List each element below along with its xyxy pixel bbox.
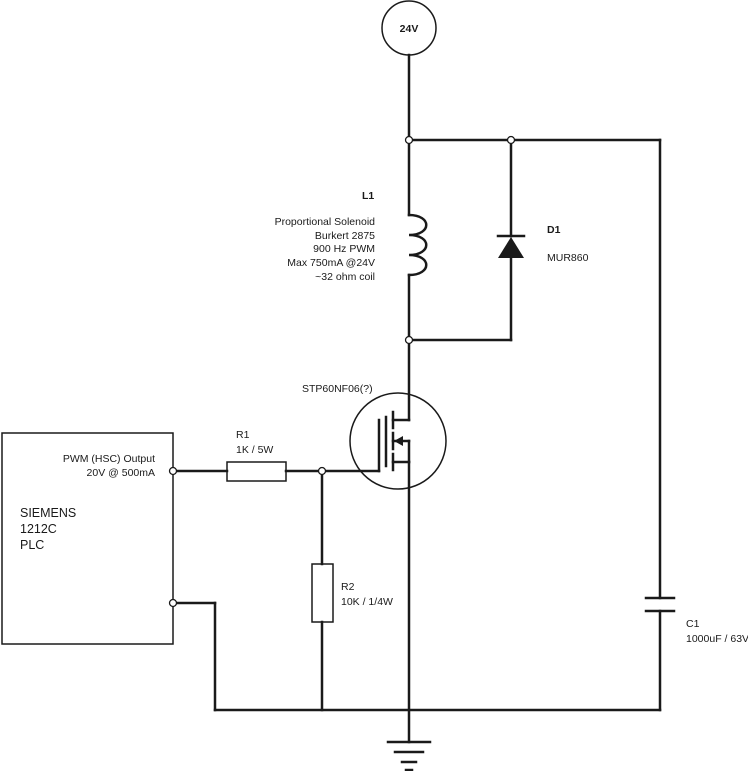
node-top-diode bbox=[506, 135, 516, 145]
supply-24v: 24V bbox=[381, 0, 437, 56]
plc-box bbox=[1, 432, 174, 645]
r2-value: 10K / 1/4W bbox=[341, 596, 393, 608]
plc-output-rating: 20V @ 500mA bbox=[87, 467, 155, 479]
diode-ref: D1 bbox=[547, 224, 561, 236]
supply-label: 24V bbox=[400, 23, 419, 35]
node-plc-common bbox=[168, 598, 178, 608]
node-gate bbox=[317, 466, 327, 476]
plc-name-line-1: SIEMENS bbox=[20, 506, 76, 520]
capacitor-c1: C1 1000uF / 63V bbox=[644, 596, 748, 645]
inductor-line-4: Max 750mA @24V bbox=[287, 257, 375, 269]
diode-part: MUR860 bbox=[547, 252, 589, 264]
diode-triangle bbox=[498, 237, 524, 258]
plc-name-line-3: PLC bbox=[20, 538, 44, 552]
inductor-ref: L1 bbox=[362, 190, 374, 202]
junction-nodes bbox=[168, 135, 516, 608]
plc-output-label: PWM (HSC) Output bbox=[63, 453, 155, 465]
mosfet-arrow bbox=[394, 436, 403, 446]
node-mid bbox=[404, 335, 414, 345]
diode-d1: D1 MUR860 bbox=[496, 224, 589, 264]
resistor-r2: R2 10K / 1/4W bbox=[311, 563, 393, 623]
r2-ref: R2 bbox=[341, 581, 355, 593]
r1-value: 1K / 5W bbox=[236, 444, 273, 456]
resistor-r1: R1 1K / 5W bbox=[226, 429, 287, 482]
r1-body bbox=[226, 461, 287, 482]
mosfet: STP60NF06(?) bbox=[302, 383, 447, 490]
inductor-line-2: Burkert 2875 bbox=[315, 230, 375, 242]
ground-symbol bbox=[386, 740, 432, 771]
plc-name-line-2: 1212C bbox=[20, 522, 57, 536]
node-plc-output bbox=[168, 466, 178, 476]
mosfet-part: STP60NF06(?) bbox=[302, 383, 373, 395]
inductor-line-5: ~32 ohm coil bbox=[315, 271, 375, 283]
inductor-l1: L1 Proportional Solenoid Burkert 2875 90… bbox=[275, 190, 428, 283]
r2-body bbox=[311, 563, 334, 623]
node-top-left bbox=[404, 135, 414, 145]
r1-ref: R1 bbox=[236, 429, 250, 441]
inductor-line-1: Proportional Solenoid bbox=[275, 216, 376, 228]
mosfet-circle bbox=[349, 392, 447, 490]
coil-symbol bbox=[407, 213, 428, 277]
inductor-line-3: 900 Hz PWM bbox=[313, 243, 375, 255]
plc-block: PWM (HSC) Output 20V @ 500mA SIEMENS 121… bbox=[1, 432, 174, 645]
wires bbox=[171, 53, 662, 744]
c1-value: 1000uF / 63V bbox=[686, 633, 748, 645]
c1-ref: C1 bbox=[686, 618, 700, 630]
